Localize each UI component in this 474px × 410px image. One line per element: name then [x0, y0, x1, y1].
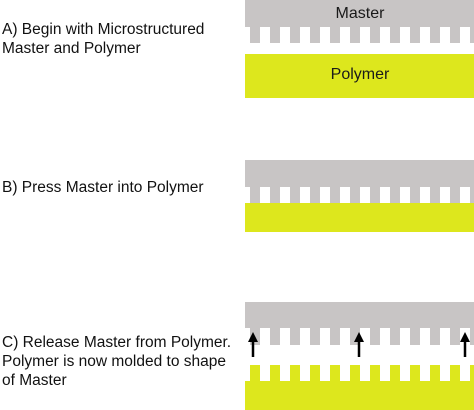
step-a-label: A) Begin with Microstructured Master and… [2, 21, 205, 57]
step-a-illustration: Master Polymer [245, 0, 474, 98]
step-b-illustration [245, 160, 474, 232]
release-arrow-head [248, 332, 258, 342]
release-arrows [248, 332, 470, 357]
release-arrow-head [354, 332, 364, 342]
step-c-illustration [245, 302, 474, 410]
master-layer-c [245, 302, 474, 345]
release-arrow-head [460, 332, 470, 342]
step-b-label: B) Press Master into Polymer [2, 179, 204, 196]
step-c-label: C) Release Master from Polymer. Polymer … [2, 334, 232, 389]
master-layer-a [245, 0, 474, 43]
polymer-label: Polymer [331, 66, 390, 83]
master-layer-b [245, 160, 474, 203]
polymer-layer-a [245, 54, 474, 98]
master-label: Master [336, 5, 386, 22]
polymer-layer-c [245, 365, 474, 410]
